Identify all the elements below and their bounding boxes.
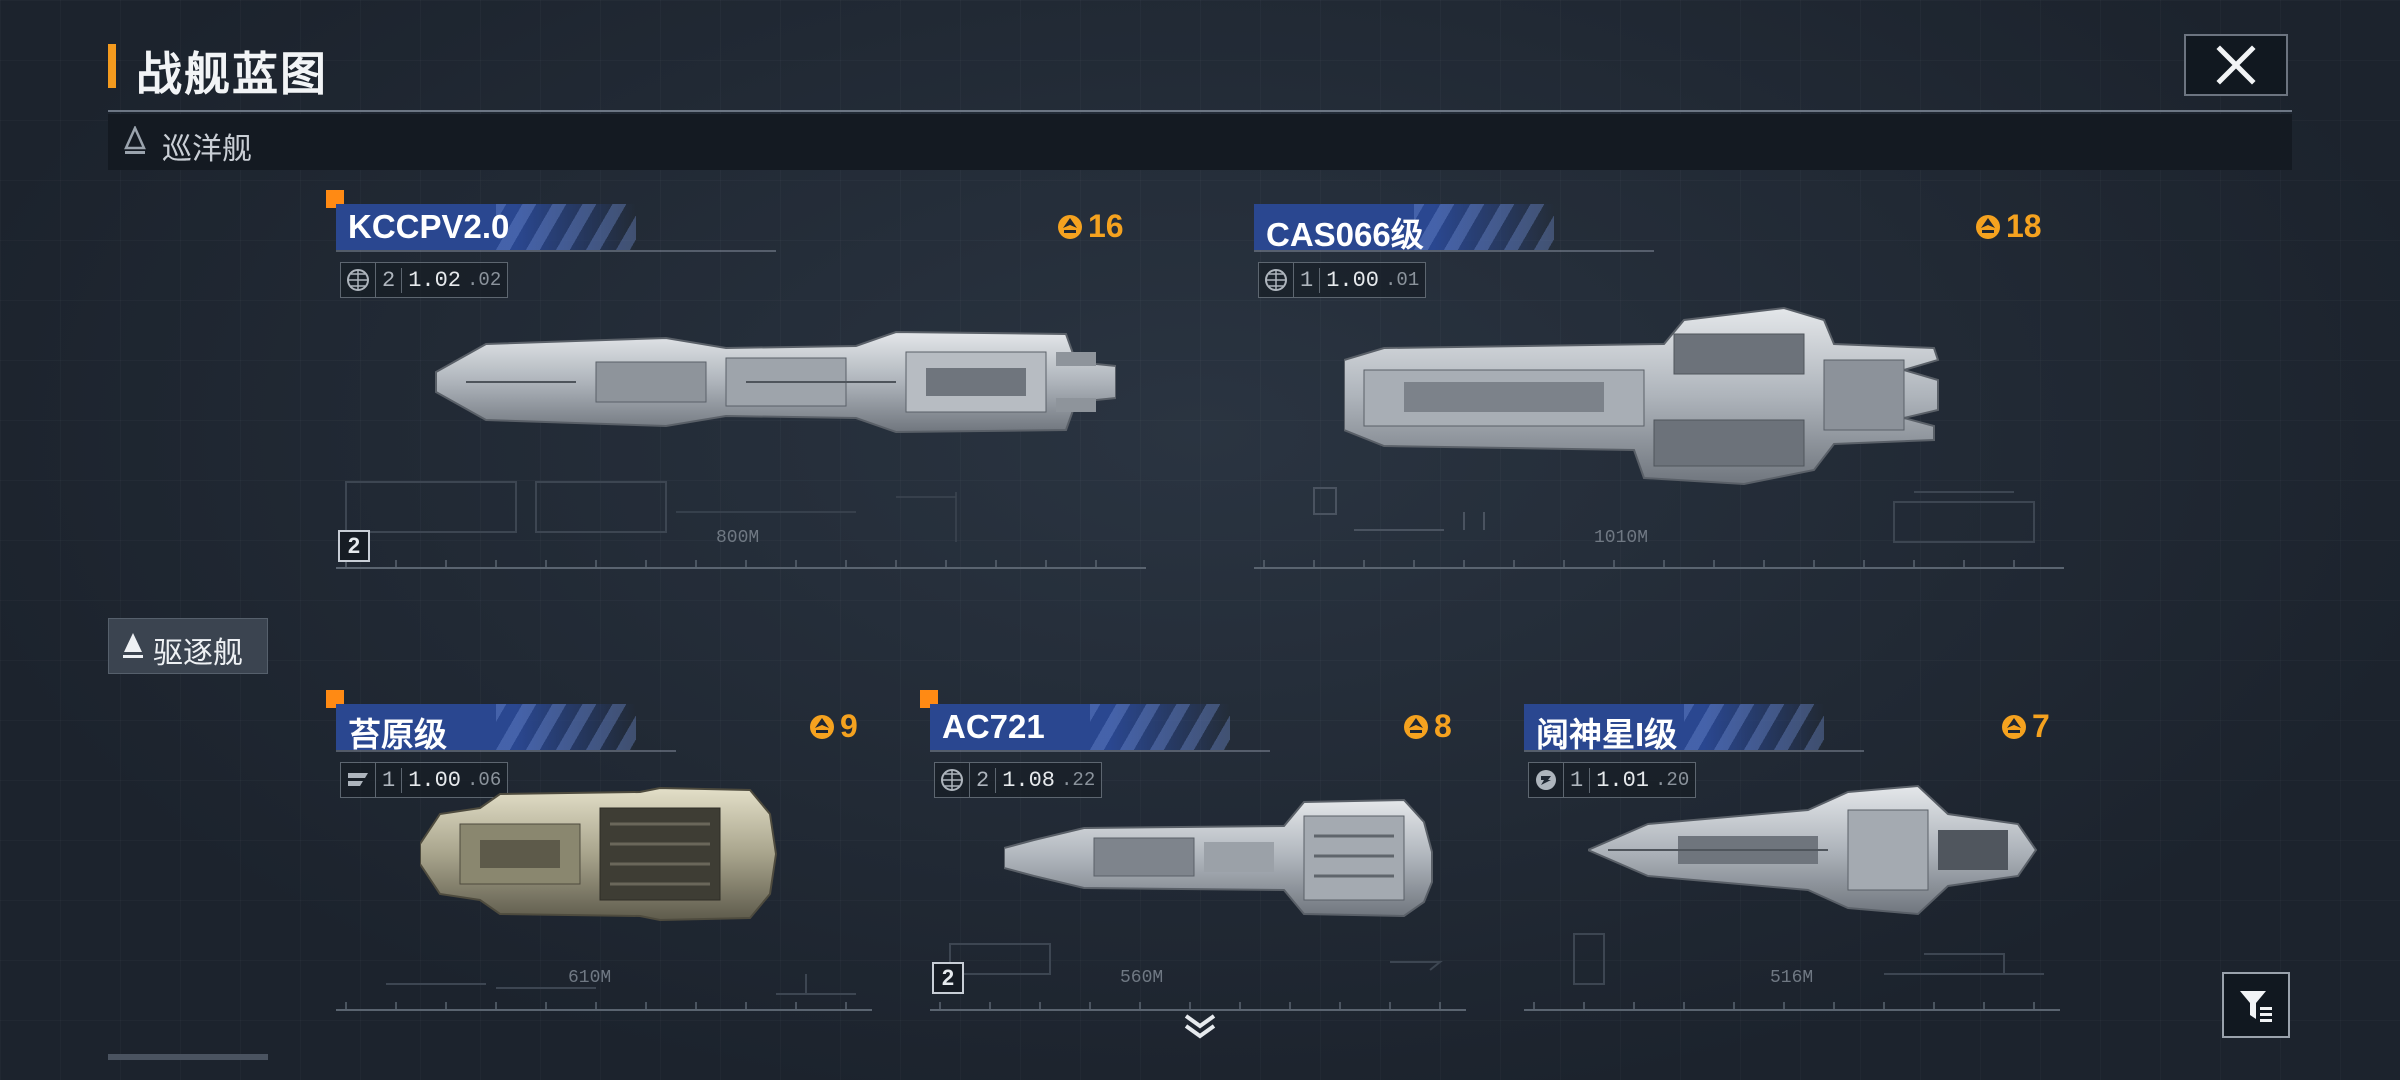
- ship-version-sub: .01: [1385, 269, 1420, 291]
- ship-name: 阋神星I级: [1536, 716, 1678, 753]
- tier-badge: 2: [932, 962, 964, 994]
- ship-cost: 7: [2000, 708, 2050, 745]
- ship-length: 610M: [568, 968, 612, 988]
- ship-info-badge: 2 1.02 .02: [340, 262, 509, 298]
- cost-value: 8: [1434, 708, 1452, 744]
- tier-badge: 2: [338, 530, 370, 562]
- filter-button[interactable]: [2222, 972, 2290, 1038]
- section-header-cruiser: 巡洋舰: [108, 114, 2292, 170]
- emblem-faction-icon: [1536, 770, 1556, 790]
- ship-cost: 16: [1056, 208, 1124, 245]
- ship-class-icon: [124, 126, 146, 154]
- ship-count: 2: [376, 267, 403, 293]
- blueprint-lines: [930, 943, 1466, 1011]
- header-divider: [108, 110, 2292, 112]
- ship-card[interactable]: 阋神星I级 7 1 1.01 .20 516M: [1524, 704, 2064, 1014]
- ship-version: 1.00: [408, 767, 462, 793]
- ship-name: KCCPV2.0: [348, 208, 510, 245]
- ship-card[interactable]: KCCPV2.0 16 2 1.02 .02 800M 2: [326, 190, 1150, 584]
- new-marker: [326, 690, 344, 708]
- ship-name-plate: [336, 204, 636, 250]
- ship-length: 800M: [716, 528, 760, 548]
- ship-version-sub: .20: [1655, 769, 1690, 791]
- ship-model-eris: [1588, 784, 2038, 916]
- blueprint-lines: [336, 481, 1146, 569]
- ship-model-ac721: [1004, 798, 1433, 918]
- ship-cost: 18: [1974, 208, 2042, 245]
- ship-count: 2: [970, 767, 997, 793]
- ship-version-sub: .06: [467, 769, 502, 791]
- ship-version-sub: .22: [1061, 769, 1096, 791]
- ship-length: 516M: [1770, 968, 1814, 988]
- new-marker: [920, 690, 938, 708]
- ship-name: 苔原级: [348, 716, 447, 753]
- ship-count: 1: [1294, 267, 1321, 293]
- ship-card[interactable]: CAS066级 18 1 1.00 .01 1010M: [1254, 204, 2068, 584]
- ship-class-icon: [123, 633, 143, 658]
- ship-card[interactable]: 苔原级 9 1 1.00 .06 610M: [326, 690, 876, 1014]
- cost-emblem-icon: [810, 714, 834, 739]
- ship-length: 1010M: [1594, 528, 1649, 548]
- cost-emblem-icon: [2002, 714, 2026, 739]
- globe-icon: [1265, 269, 1287, 291]
- ship-model-tundra: [420, 786, 778, 922]
- ship-name-plate: [1524, 704, 1824, 750]
- globe-icon: [941, 769, 963, 791]
- ship-count: 1: [376, 767, 403, 793]
- ship-cost: 8: [1402, 708, 1452, 745]
- new-marker: [326, 190, 344, 208]
- ship-info-badge: 1 1.00 .06: [340, 762, 509, 798]
- ship-info-badge: 1 1.01 .20: [1528, 762, 1697, 798]
- ship-name: AC721: [942, 708, 1045, 745]
- filter-icon: [2240, 991, 2272, 1022]
- cost-value: 18: [2006, 208, 2042, 244]
- ship-info-badge: 2 1.08 .22: [934, 762, 1103, 798]
- title-accent-bar: [108, 44, 116, 88]
- ship-name-plate: [336, 704, 636, 750]
- ship-version: 1.02: [408, 267, 462, 293]
- ship-version: 1.01: [1596, 767, 1650, 793]
- ship-name-plate: [930, 704, 1230, 750]
- ship-card[interactable]: AC721 8 2 1.08 .22 560M 2: [920, 690, 1470, 1014]
- section-header-destroyer[interactable]: 驱逐舰: [108, 618, 268, 674]
- blueprint-lines: [1524, 933, 2060, 1011]
- globe-icon: [347, 269, 369, 291]
- ship-version: 1.08: [1002, 767, 1056, 793]
- section-label: 巡洋舰: [162, 133, 252, 166]
- section-scroll-indicator: [108, 1054, 268, 1060]
- ship-count: 1: [1564, 767, 1591, 793]
- cost-emblem-icon: [1058, 214, 1082, 239]
- ship-cost: 9: [808, 708, 858, 745]
- blueprint-lines: [1254, 487, 2064, 569]
- close-button[interactable]: [2184, 34, 2288, 96]
- stripe-faction-icon: [348, 773, 368, 786]
- ship-version: 1.00: [1326, 267, 1380, 293]
- cost-value: 7: [2032, 708, 2050, 744]
- ship-name: CAS066级: [1266, 216, 1424, 253]
- ship-length: 560M: [1120, 968, 1164, 988]
- ship-name-plate: [1254, 204, 1554, 250]
- blueprint-lines: [336, 974, 872, 1011]
- cost-value: 9: [840, 708, 858, 744]
- ship-version-sub: .02: [467, 269, 502, 291]
- cost-emblem-icon: [1404, 714, 1428, 739]
- close-icon: [2216, 45, 2256, 85]
- ship-info-badge: 1 1.00 .01: [1258, 262, 1427, 298]
- cost-value: 16: [1088, 208, 1124, 244]
- page-title: 战舰蓝图: [136, 48, 328, 100]
- ship-model-kccpv: [435, 330, 1116, 434]
- section-label: 驱逐舰: [153, 637, 243, 670]
- chevron-double-down-icon: [1184, 1014, 1216, 1039]
- cost-emblem-icon: [1976, 214, 2000, 239]
- ship-model-cas066: [1344, 306, 1940, 486]
- scroll-more-button[interactable]: [1180, 1012, 1220, 1042]
